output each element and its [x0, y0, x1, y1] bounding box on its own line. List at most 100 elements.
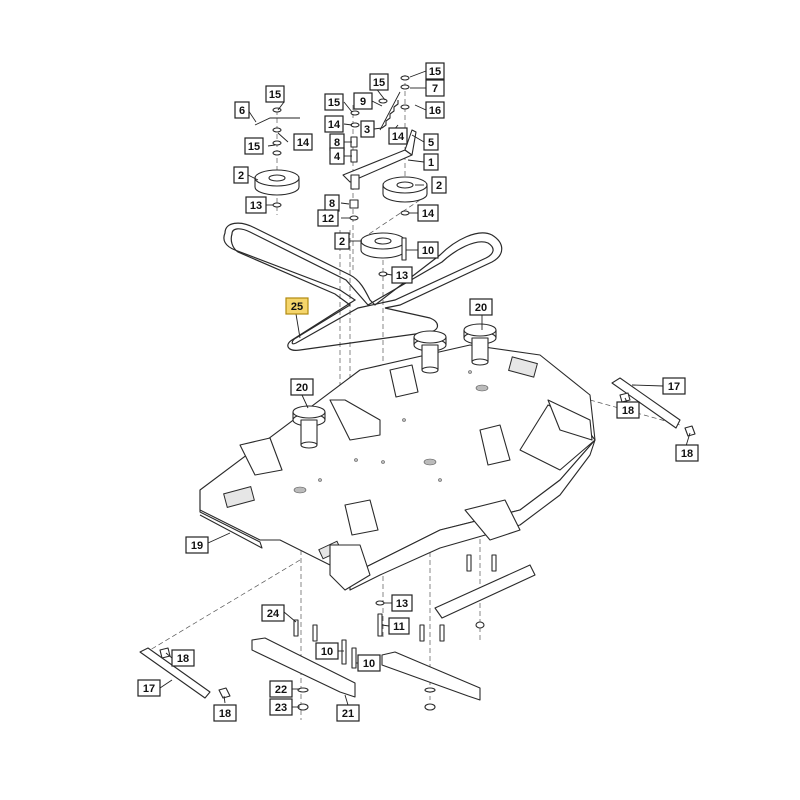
svg-text:12: 12: [322, 213, 334, 225]
tension-spring: [379, 91, 401, 131]
callout-15: 15: [425, 62, 445, 80]
idler-pulley-right: [382, 176, 428, 203]
svg-text:7: 7: [432, 83, 438, 95]
callout-15: 15: [369, 73, 389, 91]
callout-15: 15: [265, 85, 285, 103]
hardware-nuts-washers: [254, 75, 497, 711]
svg-text:24: 24: [267, 608, 280, 620]
callout-19: 19: [185, 536, 209, 554]
callout-1: 1: [423, 153, 439, 171]
callout-15: 15: [244, 137, 264, 155]
svg-text:15: 15: [269, 89, 281, 101]
svg-text:4: 4: [334, 151, 341, 163]
callout-13: 13: [245, 196, 267, 214]
callout-16: 16: [425, 101, 445, 119]
callout-20: 20: [290, 378, 314, 396]
svg-text:14: 14: [422, 208, 435, 220]
callout-18: 18: [675, 444, 699, 462]
svg-text:2: 2: [436, 180, 442, 192]
callout-4: 4: [329, 147, 345, 165]
callout-6: 6: [234, 101, 250, 119]
callout-2: 2: [431, 176, 447, 194]
callout-10: 10: [315, 642, 339, 660]
drive-belt: [223, 222, 503, 351]
svg-text:6: 6: [239, 105, 245, 117]
idler-pulley-left: [254, 169, 300, 196]
svg-text:10: 10: [422, 245, 434, 257]
callout-17: 17: [662, 377, 686, 395]
svg-text:18: 18: [219, 708, 231, 720]
callout-3: 3: [360, 120, 375, 138]
cutting-blades: [251, 564, 536, 701]
spindle-assembly-center: [413, 330, 447, 374]
svg-text:15: 15: [248, 141, 260, 153]
drive-belt-inner: [230, 228, 494, 345]
svg-text:18: 18: [681, 448, 693, 460]
callout-25-highlighted: 25: [285, 297, 309, 315]
handle-rods: [139, 377, 696, 699]
svg-text:15: 15: [373, 77, 385, 89]
callout-11: 11: [388, 617, 410, 635]
callout-12: 12: [317, 209, 339, 227]
svg-text:1: 1: [428, 157, 434, 169]
part-callouts: 15 7 15 9 16 15 14 3 14 5 8 4 1 6 15 15 …: [137, 62, 699, 722]
svg-text:8: 8: [334, 137, 340, 149]
svg-text:19: 19: [191, 540, 203, 552]
callout-18: 18: [171, 649, 195, 667]
svg-text:22: 22: [275, 684, 287, 696]
callout-18: 18: [213, 704, 237, 722]
callout-14: 14: [417, 204, 439, 222]
callout-13: 13: [391, 594, 413, 612]
svg-text:17: 17: [143, 683, 155, 695]
callout-14: 14: [388, 127, 408, 145]
svg-text:20: 20: [296, 382, 308, 394]
svg-text:3: 3: [364, 124, 370, 136]
callout-8: 8: [324, 194, 340, 212]
svg-text:2: 2: [238, 170, 244, 182]
svg-text:13: 13: [250, 200, 262, 212]
mower-deck-body: [199, 344, 596, 591]
idler-pulley-center: [360, 232, 406, 259]
callout-21: 21: [336, 704, 360, 722]
callout-9: 9: [353, 92, 373, 110]
svg-text:16: 16: [429, 105, 441, 117]
svg-text:14: 14: [328, 119, 341, 131]
svg-text:23: 23: [275, 702, 287, 714]
callout-18: 18: [616, 401, 640, 419]
callout-22: 22: [269, 680, 293, 698]
svg-text:10: 10: [363, 658, 375, 670]
callout-24: 24: [261, 604, 285, 622]
svg-text:8: 8: [329, 198, 335, 210]
svg-text:15: 15: [328, 97, 340, 109]
svg-text:13: 13: [396, 270, 408, 282]
svg-text:18: 18: [622, 405, 634, 417]
svg-text:15: 15: [429, 66, 441, 78]
svg-text:14: 14: [392, 131, 405, 143]
callout-23: 23: [269, 698, 293, 716]
svg-text:5: 5: [428, 137, 434, 149]
svg-text:2: 2: [339, 236, 345, 248]
svg-text:10: 10: [321, 646, 333, 658]
callout-17: 17: [137, 679, 161, 697]
callout-10: 10: [417, 241, 439, 259]
svg-text:20: 20: [475, 302, 487, 314]
svg-text:14: 14: [297, 137, 310, 149]
callout-5: 5: [423, 133, 439, 151]
callout-10: 10: [357, 654, 381, 672]
callout-2: 2: [334, 232, 350, 250]
svg-text:11: 11: [393, 621, 405, 633]
callout-2: 2: [233, 166, 249, 184]
svg-text:9: 9: [360, 96, 366, 108]
svg-text:18: 18: [177, 653, 189, 665]
callout-20: 20: [469, 298, 493, 316]
svg-text:13: 13: [396, 598, 408, 610]
callout-15: 15: [324, 93, 344, 111]
svg-text:21: 21: [342, 708, 354, 720]
svg-text:17: 17: [668, 381, 680, 393]
callout-14: 14: [293, 133, 313, 151]
callout-14: 14: [324, 115, 344, 133]
callout-7: 7: [425, 79, 445, 97]
svg-text:25: 25: [291, 301, 303, 313]
callout-13: 13: [391, 266, 413, 284]
